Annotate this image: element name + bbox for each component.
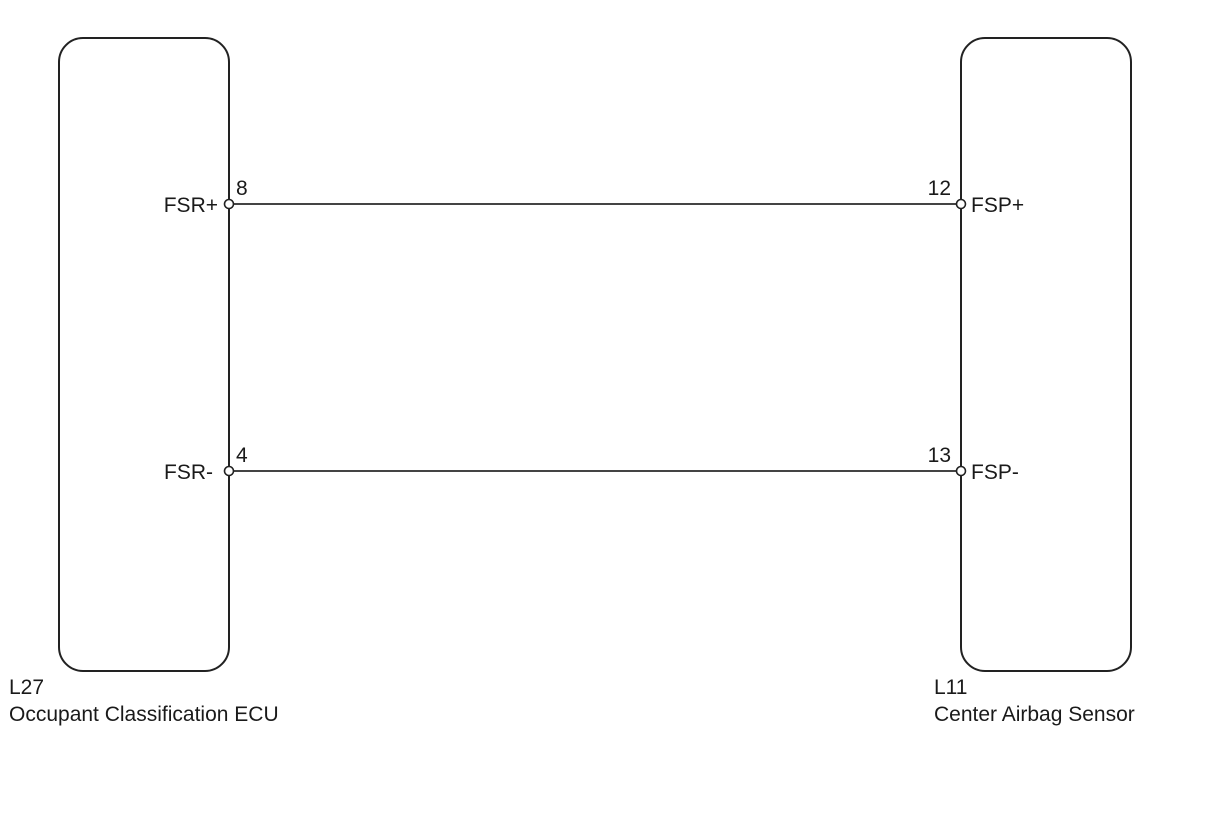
right-signal-2: FSP- — [971, 461, 1019, 484]
right-pin-2: 13 — [928, 444, 951, 467]
ecu-name: Occupant Classification ECU — [9, 703, 279, 726]
right-signal-1: FSP+ — [971, 194, 1024, 217]
right-component: L11 Center Airbag Sensor — [934, 37, 1135, 726]
left-component: L27 Occupant Classification ECU — [9, 37, 279, 726]
sensor-connector-code: L11 — [934, 676, 967, 699]
ecu-connector-code: L27 — [9, 676, 44, 699]
left-terminal-1 — [223, 198, 235, 210]
sensor-box — [960, 37, 1132, 672]
right-pin-1: 12 — [928, 177, 951, 200]
left-signal-2: FSR- — [164, 461, 213, 484]
right-terminal-2 — [955, 465, 967, 477]
sensor-name: Center Airbag Sensor — [934, 703, 1135, 726]
wire-2: FSR- 4 FSP- 13 — [164, 444, 1019, 484]
left-pin-1: 8 — [236, 177, 248, 200]
ecu-box — [58, 37, 230, 672]
left-pin-2: 4 — [236, 444, 248, 467]
right-terminal-1 — [955, 198, 967, 210]
left-terminal-2 — [223, 465, 235, 477]
wire-1: FSR+ 8 FSP+ 12 — [164, 177, 1024, 217]
left-signal-1: FSR+ — [164, 194, 218, 217]
